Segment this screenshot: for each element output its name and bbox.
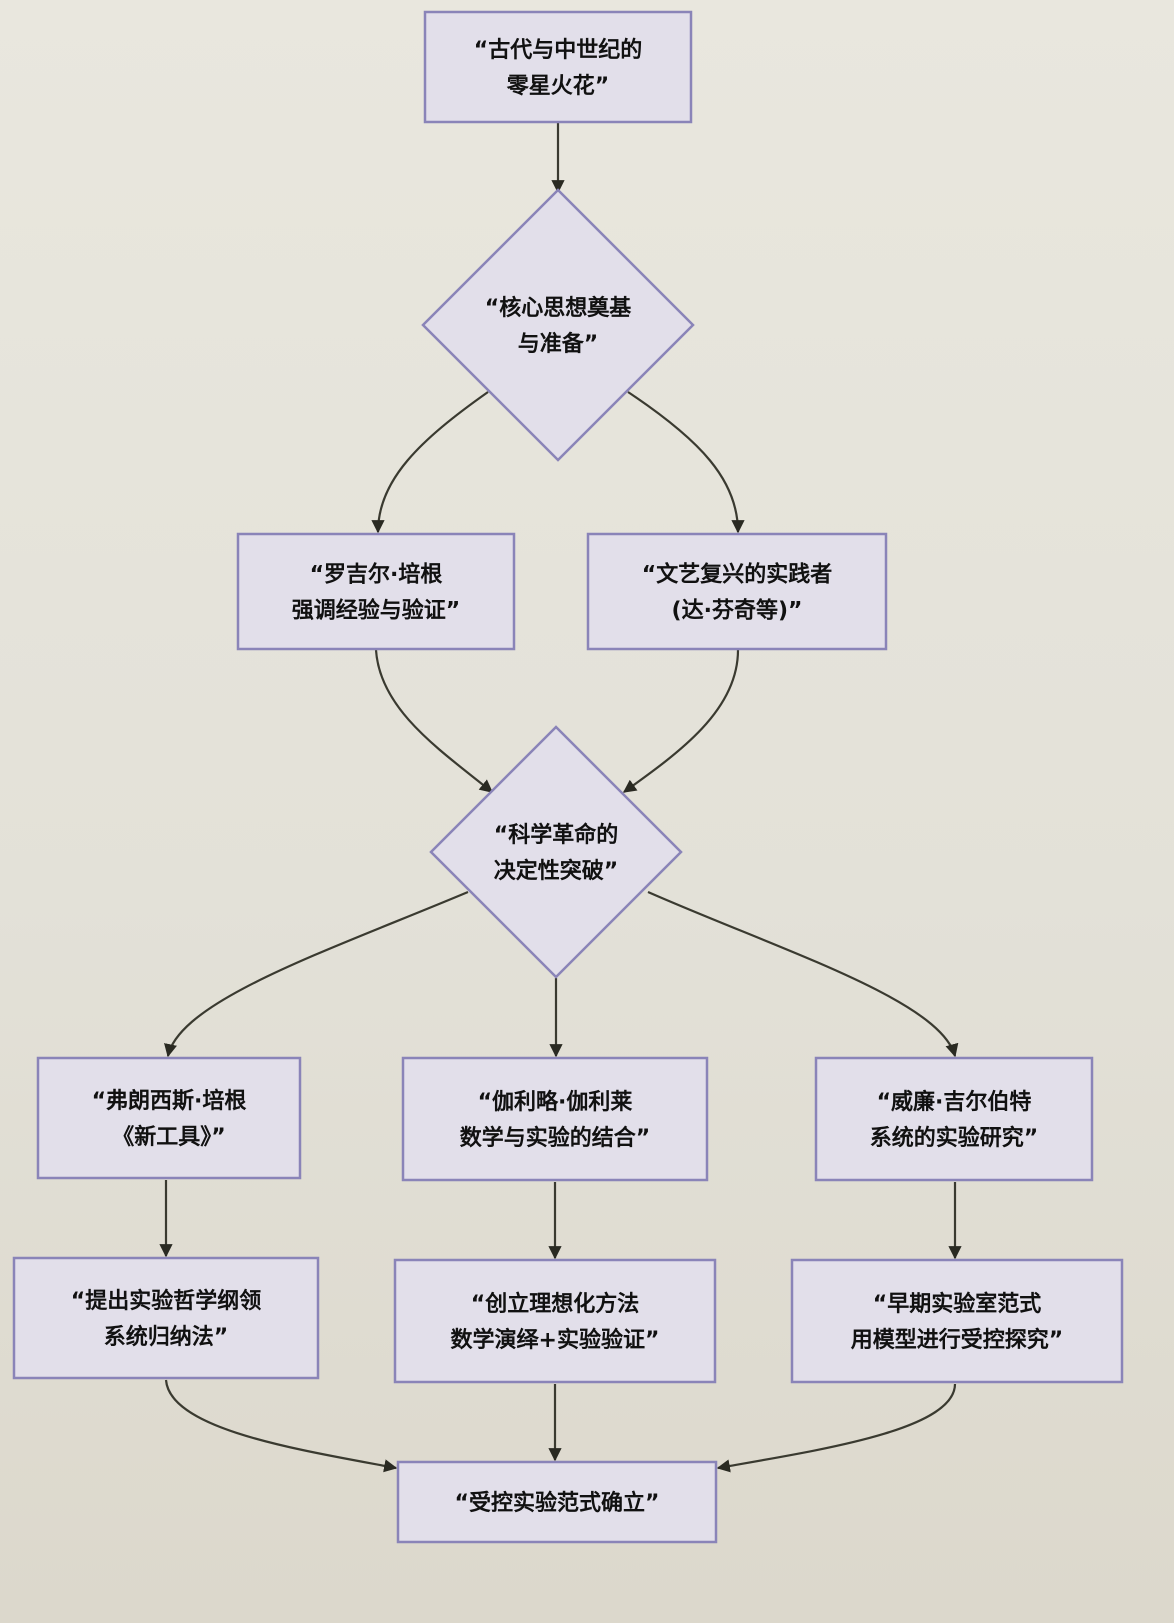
node-label-line: “早期实验室范式 [873, 1291, 1041, 1317]
node-label-line: “弗朗西斯·培根 [92, 1088, 247, 1114]
process-box[interactable] [236, 532, 516, 651]
process-box[interactable] [36, 1056, 302, 1180]
node-label-line: 数学演绎+实验验证” [451, 1327, 660, 1353]
process-box[interactable] [393, 1258, 717, 1384]
edge-b-to-d [627, 391, 745, 534]
edges-layer [159, 122, 962, 1473]
node-label-line: “威廉·吉尔伯特 [877, 1089, 1032, 1115]
node-label-line: 决定性突破” [494, 858, 618, 884]
node-label-line: “创立理想化方法 [471, 1291, 639, 1317]
node-label-line: “受控实验范式确立” [455, 1490, 660, 1516]
node-label-line: (达·芬奇等)” [672, 598, 803, 624]
decision-diamond[interactable] [421, 188, 695, 462]
node-label-line: 与准备” [518, 331, 598, 357]
edge-e-to-h [647, 890, 959, 1058]
node-label-line: 强调经验与验证” [292, 598, 460, 624]
process-box[interactable] [423, 10, 693, 124]
node-label-line: 系统归纳法” [104, 1324, 228, 1350]
nodes-layer: “古代与中世纪的零星火花”“核心思想奠基与准备”“罗吉尔·培根强调经验与验证”“… [12, 10, 1124, 1544]
process-box[interactable] [790, 1258, 1124, 1384]
node-label-line: “文艺复兴的实践者 [642, 562, 832, 588]
node-label-line: “提出实验哲学纲领 [71, 1288, 261, 1314]
edge-i-to-l [164, 1379, 398, 1473]
node-label-line: “科学革命的 [494, 822, 618, 848]
node-label-line: 《新工具》” [112, 1124, 225, 1150]
node-d[interactable]: “文艺复兴的实践者 (达·芬奇等)” [586, 532, 888, 651]
node-label-line: “核心思想奠基 [485, 295, 632, 321]
decision-diamond[interactable] [429, 725, 683, 979]
process-box[interactable] [12, 1256, 320, 1380]
node-label-line: “古代与中世纪的 [474, 37, 642, 63]
edge-b-to-c [371, 391, 489, 534]
node-label-line: 系统的实验研究” [870, 1125, 1038, 1151]
node-l[interactable]: “受控实验范式确立” [396, 1460, 718, 1544]
process-box[interactable] [814, 1056, 1094, 1182]
edge-k-to-l [716, 1383, 957, 1473]
process-box[interactable] [586, 532, 888, 651]
edge-e-to-f [164, 890, 469, 1058]
node-label-line: 数学与实验的结合” [460, 1125, 650, 1151]
process-box[interactable] [401, 1056, 709, 1182]
process-box[interactable] [396, 1460, 718, 1544]
node-label-line: “伽利略·伽利莱 [478, 1089, 633, 1115]
edge-d-to-e [622, 649, 740, 793]
node-label-line: 零星火花” [506, 73, 609, 99]
node-f[interactable]: “弗朗西斯·培根《新工具》” [36, 1056, 302, 1180]
edge-c-to-e [374, 649, 494, 793]
node-label-line: “罗吉尔·培根 [310, 562, 443, 588]
node-label-line: 用模型进行受控探究” [851, 1327, 1063, 1353]
